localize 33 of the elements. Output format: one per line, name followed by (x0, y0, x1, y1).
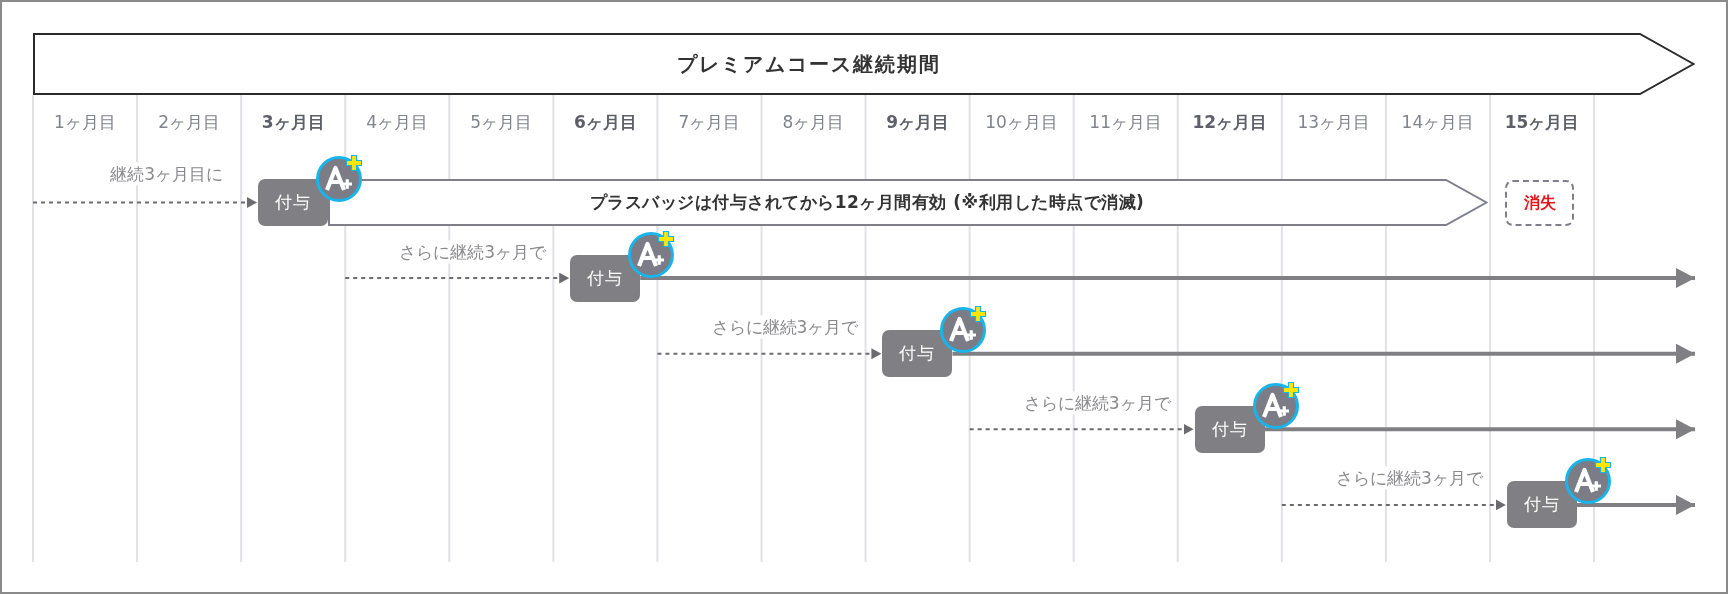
month-label: 4ヶ月目 (365, 110, 430, 134)
month-label: 10ヶ月目 (984, 110, 1059, 134)
month-label: 14ヶ月目 (1400, 110, 1476, 134)
timeline-arrow (1264, 419, 1695, 440)
month-label: 3ヶ月目 (260, 110, 326, 134)
dashed-arrow (656, 348, 883, 360)
month-label: 12ヶ月目 (1191, 110, 1269, 134)
timeline-arrow (1576, 494, 1695, 515)
period-arrow-banner: プレミアムコース継続期間 (33, 33, 1695, 95)
month-label: 8ヶ月目 (781, 110, 846, 134)
dashed-arrow (968, 423, 1195, 435)
timeline-arrow (952, 343, 1695, 364)
month-label: 6ヶ月目 (572, 110, 638, 134)
grant-box: 付与 (882, 330, 953, 378)
validity-arrow-banner: プラスバッジは付与されてから12ヶ月間有効 (※利用した時点で消滅) (328, 179, 1488, 226)
grant-box: 付与 (570, 254, 641, 302)
grant-box: 付与 (1506, 481, 1577, 529)
grant-box: 付与 (258, 179, 328, 226)
dashed-arrow (344, 272, 571, 284)
month-label: 9ヶ月目 (885, 110, 950, 134)
timeline-arrow (640, 268, 1695, 289)
month-label: 13ヶ月目 (1296, 110, 1372, 134)
grant-box: 付与 (1194, 405, 1265, 453)
month-label: 11ヶ月目 (1088, 110, 1163, 134)
month-label: 1ヶ月目 (53, 110, 117, 134)
dashed-arrow (1280, 499, 1507, 511)
month-label: 2ヶ月目 (157, 110, 221, 134)
edge-label: 継続3ヶ月目に (108, 162, 225, 186)
month-label: 5ヶ月目 (469, 110, 534, 134)
month-label: 7ヶ月目 (677, 110, 742, 134)
dashed-arrow (32, 197, 258, 208)
expired-box: 消失 (1505, 180, 1574, 226)
month-label: 15ヶ月目 (1503, 110, 1581, 134)
